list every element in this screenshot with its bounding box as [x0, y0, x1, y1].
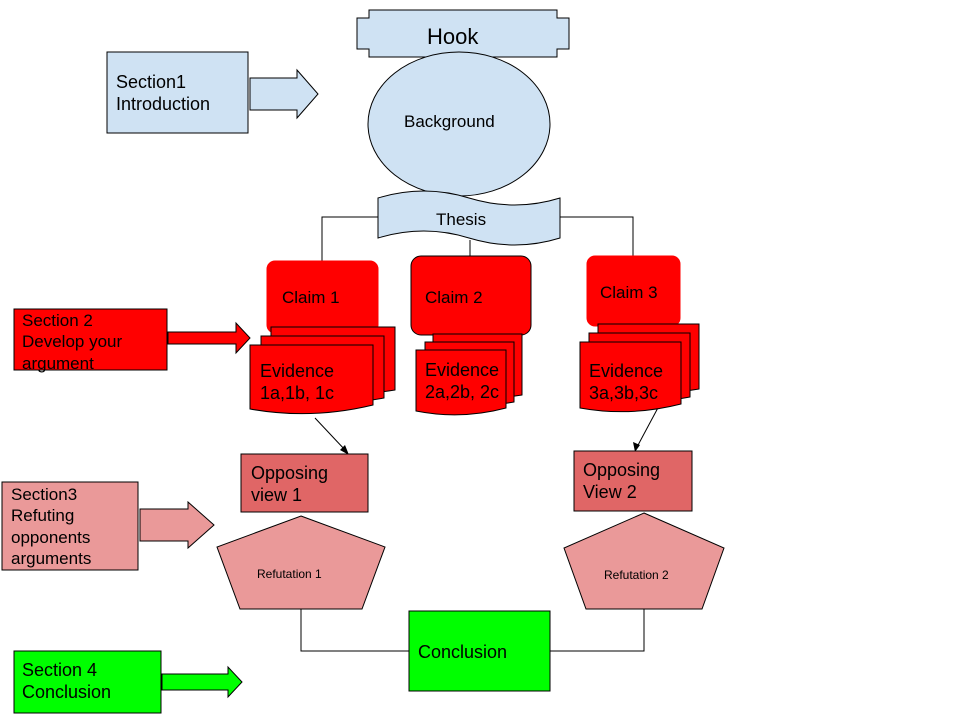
evidence2-label: Evidence 2a,2b, 2c	[425, 360, 500, 402]
thesis-shape	[377, 190, 561, 246]
evidence3-sheet-front	[579, 341, 682, 413]
claim2-label: Claim 2	[425, 288, 483, 307]
section4-label: Section 4 Conclusion	[22, 660, 112, 702]
section2-arrow	[167, 321, 251, 355]
refutation1-label: Refutation 1	[257, 567, 322, 581]
connector-thesis-claim1	[321, 216, 378, 262]
refutation2-pentagon	[563, 512, 725, 610]
claim1-label: Claim 1	[282, 288, 340, 307]
hook-shape	[356, 9, 570, 58]
evidence1-sheet-front	[249, 344, 374, 415]
conclusion-label: Conclusion	[418, 642, 508, 662]
arrowhead-evidence1-opposing1	[340, 445, 349, 455]
conclusion-box	[408, 610, 551, 692]
section3-box	[1, 481, 139, 571]
connector-refutation1-conclusion	[300, 609, 410, 652]
section4-arrow	[161, 665, 243, 699]
connector-refutation2-conclusion	[550, 609, 645, 652]
evidence3-label: Evidence 3a,3b,3c	[589, 361, 664, 403]
claim3-label: Claim 3	[600, 283, 658, 302]
opposing2-label: Opposing View 2	[583, 460, 661, 502]
opposing1-label: Opposing view 1	[251, 463, 329, 505]
section1-arrow	[249, 68, 319, 120]
opposing2-box	[573, 450, 693, 512]
section3-label: Section3 Refuting opponents arguments	[11, 485, 92, 568]
section2-box	[13, 308, 168, 371]
refutation2-label: Refutation 2	[604, 568, 669, 582]
opposing1-box	[240, 453, 369, 513]
evidence1-label: Evidence 1a,1b, 1c	[260, 361, 335, 403]
section3-arrow	[139, 500, 215, 550]
connector-evidence3-opposing2	[636, 403, 661, 448]
section1-label: Section1 Introduction	[116, 72, 211, 114]
section1-box	[106, 51, 249, 134]
hook-label: Hook	[427, 24, 479, 49]
refutation1-pentagon	[216, 515, 386, 610]
connector-thesis-claim3	[560, 216, 634, 256]
section2-label: Section 2 Develop your argument	[22, 311, 123, 373]
background-label: Background	[404, 112, 495, 131]
thesis-label: Thesis	[436, 210, 487, 229]
evidence2-sheet-front	[415, 349, 507, 416]
section4-box	[13, 650, 162, 714]
connector-evidence1-opposing1	[314, 417, 347, 452]
arrowhead-evidence3-opposing2	[633, 442, 640, 452]
